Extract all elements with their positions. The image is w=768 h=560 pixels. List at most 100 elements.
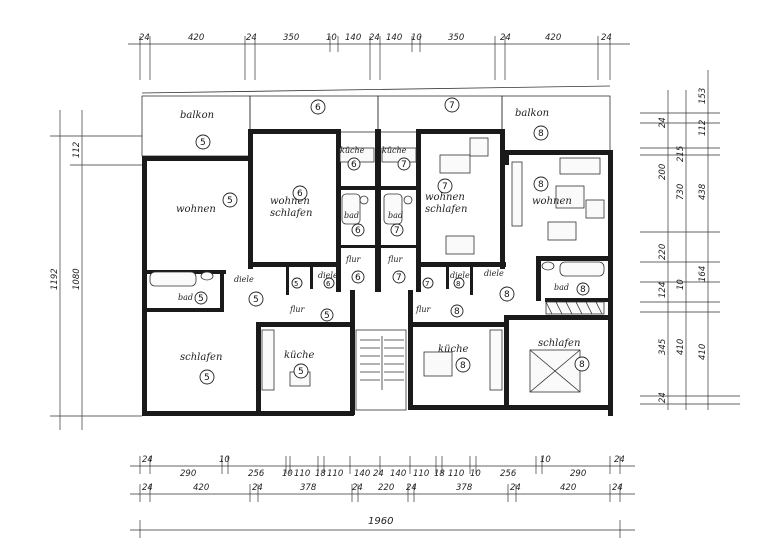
dim-b1-1: 24 xyxy=(142,455,153,465)
table-right xyxy=(423,351,453,377)
unit-marker: 8 xyxy=(533,125,549,141)
svg-text:7: 7 xyxy=(442,182,448,192)
svg-text:7: 7 xyxy=(401,160,407,170)
sofa-right xyxy=(559,157,601,175)
svg-text:5: 5 xyxy=(294,280,298,288)
dim-right-outer-1: 153 xyxy=(698,88,708,104)
dim-right-5: 345 xyxy=(658,339,668,355)
svg-text:6: 6 xyxy=(326,280,331,288)
label-balkon-right: balkon xyxy=(515,108,549,119)
dim-b2-8: 378 xyxy=(456,483,473,493)
label-flur-1: flur xyxy=(345,255,361,264)
svg-text:5: 5 xyxy=(200,138,206,148)
dim-b1-5: 10 xyxy=(282,469,293,479)
unit-marker: 8 xyxy=(453,277,465,289)
svg-text:5: 5 xyxy=(204,373,210,383)
label-diele-s1: diele xyxy=(318,271,338,280)
dim-right-outer-4: 164 xyxy=(698,266,708,282)
svg-text:8: 8 xyxy=(460,361,466,371)
label-bad-core-1: bad xyxy=(344,211,359,220)
bottom-dimension-chain-1: 24 290 10 256 10 110 18 110 140 24 140 1… xyxy=(130,455,635,479)
bathtub-core-1 xyxy=(341,193,361,225)
unit-marker: 6 xyxy=(323,277,335,289)
unit-marker: 5 xyxy=(222,192,238,208)
unit-marker: 8 xyxy=(499,286,515,302)
stairwell xyxy=(355,329,407,411)
svg-text:7: 7 xyxy=(425,280,429,288)
label-schlafen-right: schlafen xyxy=(538,338,580,349)
toilet-right xyxy=(541,261,555,271)
svg-text:8: 8 xyxy=(538,129,544,139)
dim-b1-17: 10 xyxy=(540,455,551,465)
dim-b1-3: 10 xyxy=(219,455,230,465)
dim-b1-15: 10 xyxy=(470,469,481,479)
dim-top-3: 24 xyxy=(246,33,257,43)
label-kuche-right: küche xyxy=(438,344,469,355)
coffee-table-right xyxy=(555,185,585,209)
svg-text:6: 6 xyxy=(315,103,321,113)
label-bad-left: bad xyxy=(178,293,193,302)
label-diele-s2: diele xyxy=(450,271,470,280)
dim-b2-11: 24 xyxy=(612,483,623,493)
svg-text:6: 6 xyxy=(355,226,361,236)
dim-right-outer-5: 410 xyxy=(698,344,708,360)
left-dimension-chain: 1192 1080 112 xyxy=(50,110,142,430)
dim-top-1: 24 xyxy=(139,33,150,43)
unit-marker: 7 xyxy=(444,97,460,113)
bottom-dimension-total: 1960 xyxy=(130,516,635,538)
dim-b2-7: 24 xyxy=(406,483,417,493)
unit-marker: 5 xyxy=(293,363,309,379)
dim-b1-9: 140 xyxy=(354,469,370,479)
svg-text:8: 8 xyxy=(504,290,510,300)
unit-marker: 6 xyxy=(351,270,365,284)
dim-b2-6: 220 xyxy=(378,483,394,493)
svg-text:6: 6 xyxy=(355,273,361,283)
svg-text:5: 5 xyxy=(227,196,233,206)
svg-text:5: 5 xyxy=(253,295,259,305)
armchair-right xyxy=(585,199,605,219)
dim-b1-18: 290 xyxy=(570,469,586,479)
dim-b2-2: 420 xyxy=(193,483,209,493)
dim-top-10: 350 xyxy=(448,33,464,43)
svg-text:6: 6 xyxy=(297,189,303,199)
unit-marker: 5 xyxy=(291,277,303,289)
dim-b2-5: 24 xyxy=(352,483,363,493)
dim-right-4: 124 xyxy=(658,282,668,298)
label-flur-left: flur xyxy=(289,305,305,314)
svg-text:5: 5 xyxy=(298,367,304,377)
room-labels: balkon balkon wohnen wohnen schlafen woh… xyxy=(176,108,580,363)
dim-right-1: 24 xyxy=(658,117,668,128)
dim-left-total: 1192 xyxy=(50,268,60,290)
dim-top-11: 24 xyxy=(500,33,511,43)
dining-table-right xyxy=(547,221,577,241)
dim-b1-2: 290 xyxy=(180,469,196,479)
dim-b1-4: 256 xyxy=(248,469,265,479)
svg-text:6: 6 xyxy=(351,160,357,170)
svg-text:8: 8 xyxy=(456,280,460,288)
label-diele-left: diele xyxy=(234,275,254,284)
bottom-dimension-chain-2: 24 420 24 378 24 220 24 378 24 420 24 xyxy=(130,483,635,502)
dim-b1-10: 24 xyxy=(373,469,384,479)
dim-top-7: 24 xyxy=(369,33,380,43)
toilet-core-2 xyxy=(403,195,413,205)
label-wohnen-left: wohnen xyxy=(176,204,216,215)
unit-marker: 5 xyxy=(199,369,215,385)
unit-marker: 7 xyxy=(392,270,406,284)
kitchen-counter-left xyxy=(261,329,275,391)
dim-right-mid-2: 730 xyxy=(676,184,686,200)
right-dimension-chain: 24 200 220 124 345 24 215 730 10 410 153… xyxy=(640,70,740,410)
unit-marker: 5 xyxy=(194,291,208,305)
dim-b1-6: 110 xyxy=(294,469,310,479)
unit-markers: 5 6 7 8 5 6 7 8 6 7 6 7 5 8 5 8 5 6 6 7 … xyxy=(194,97,590,385)
dim-b1-8: 110 xyxy=(327,469,343,479)
dining-table-mid xyxy=(445,235,475,255)
dim-right-6: 24 xyxy=(658,392,668,403)
svg-text:8: 8 xyxy=(538,180,544,190)
dim-b2-3: 24 xyxy=(252,483,263,493)
label-bad-right: bad xyxy=(554,283,569,292)
label-schlafen-left: schlafen xyxy=(180,352,222,363)
dim-b2-4: 378 xyxy=(300,483,317,493)
dim-b1-12: 110 xyxy=(413,469,429,479)
unit-marker: 8 xyxy=(576,282,590,296)
